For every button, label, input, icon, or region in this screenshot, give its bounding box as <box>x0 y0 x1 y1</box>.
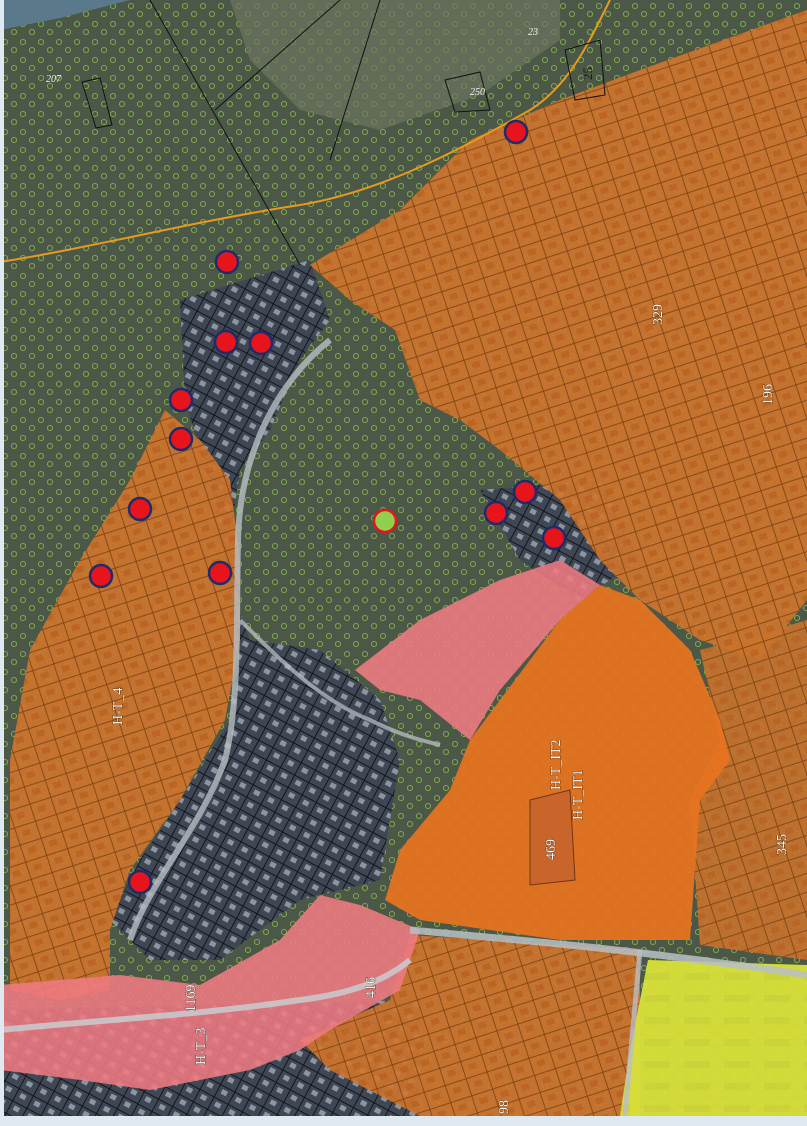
red-marker[interactable] <box>541 525 567 551</box>
red-marker[interactable] <box>512 479 538 505</box>
parcel-469[interactable] <box>529 789 576 886</box>
parcel-label-small-1: 23 <box>528 27 538 38</box>
red-marker[interactable] <box>248 330 274 356</box>
left-border <box>0 0 4 1126</box>
red-marker[interactable] <box>483 500 509 526</box>
parcel-label-small-3: 250 <box>470 87 485 98</box>
bottom-border <box>0 1116 807 1126</box>
zone-329-parcels <box>310 10 807 660</box>
red-marker[interactable] <box>168 426 194 452</box>
cadastral-line-1 <box>149 0 301 266</box>
red-markers <box>88 119 567 895</box>
zone-label-416: 416 <box>364 977 379 998</box>
parcel-label-small-2: 207 <box>46 74 62 85</box>
zone-south-residential-parcels <box>300 935 640 1116</box>
zone-ht4-parcels <box>10 410 240 1000</box>
parcel-small-outline <box>444 71 491 113</box>
zone-label-ht-it2: H-T_IT2 <box>549 739 564 790</box>
zone-label-ht4: H-T_4 <box>111 688 126 725</box>
zone-ht-it[interactable] <box>385 585 730 940</box>
parcel-north-outline <box>81 77 113 129</box>
cadastral-line-3 <box>329 0 381 161</box>
zone-yellow-blocks <box>620 960 807 1116</box>
red-marker[interactable] <box>503 119 529 145</box>
zone-label-ht-it1: H-T_IT1 <box>571 769 586 820</box>
zone-label-1169: 1169 <box>184 985 199 1012</box>
red-marker[interactable] <box>213 329 239 355</box>
zone-label-196: 196 <box>761 384 776 405</box>
zone-label-345: 345 <box>775 834 790 855</box>
zone-ht3[interactable] <box>0 895 420 1090</box>
red-marker[interactable] <box>88 563 114 589</box>
yellow-side-road <box>622 949 643 1117</box>
boundary-line <box>0 0 611 263</box>
water-area <box>0 0 130 30</box>
southwest-road <box>0 957 412 1033</box>
zone-label-25: 25 <box>580 67 595 80</box>
green-marker[interactable] <box>372 508 398 534</box>
inner-road <box>238 618 441 747</box>
zone-label-469: 469 <box>544 839 559 860</box>
cadastral-line-2 <box>214 0 341 111</box>
parcel-25-outline <box>564 39 606 101</box>
zone-label-ht3: H-T_3 <box>194 1028 209 1065</box>
south-road <box>409 926 807 979</box>
zone-label-329: 329 <box>651 304 666 325</box>
red-marker[interactable] <box>168 387 194 413</box>
urban-area-west <box>110 260 400 960</box>
main-road <box>127 337 332 941</box>
red-marker[interactable] <box>207 560 233 586</box>
red-marker[interactable] <box>214 249 240 275</box>
zone-pink-north[interactable] <box>355 560 600 740</box>
red-marker[interactable] <box>127 496 153 522</box>
red-marker[interactable] <box>127 869 153 895</box>
clearing-area <box>230 0 560 130</box>
zone-345-parcels <box>690 620 807 960</box>
zone-label-98: 98 <box>497 1100 512 1114</box>
